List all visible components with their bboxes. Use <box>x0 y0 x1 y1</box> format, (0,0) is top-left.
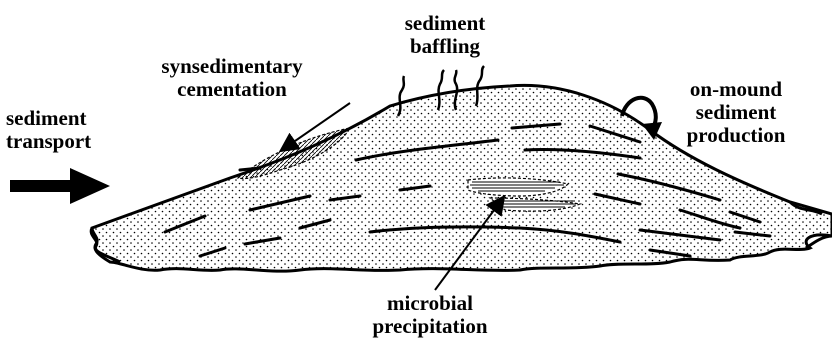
label-on-mound-sediment-production: on-mound sediment production <box>674 78 798 147</box>
label-sediment-baffling: sediment baffling <box>390 12 500 58</box>
label-microbial-precipitation: microbial precipitation <box>350 292 510 338</box>
label-synsedimentary-cementation: synsedimentary cementation <box>150 55 314 101</box>
label-sediment-transport: sediment transport <box>6 107 91 153</box>
transport-arrow-icon <box>10 168 110 204</box>
